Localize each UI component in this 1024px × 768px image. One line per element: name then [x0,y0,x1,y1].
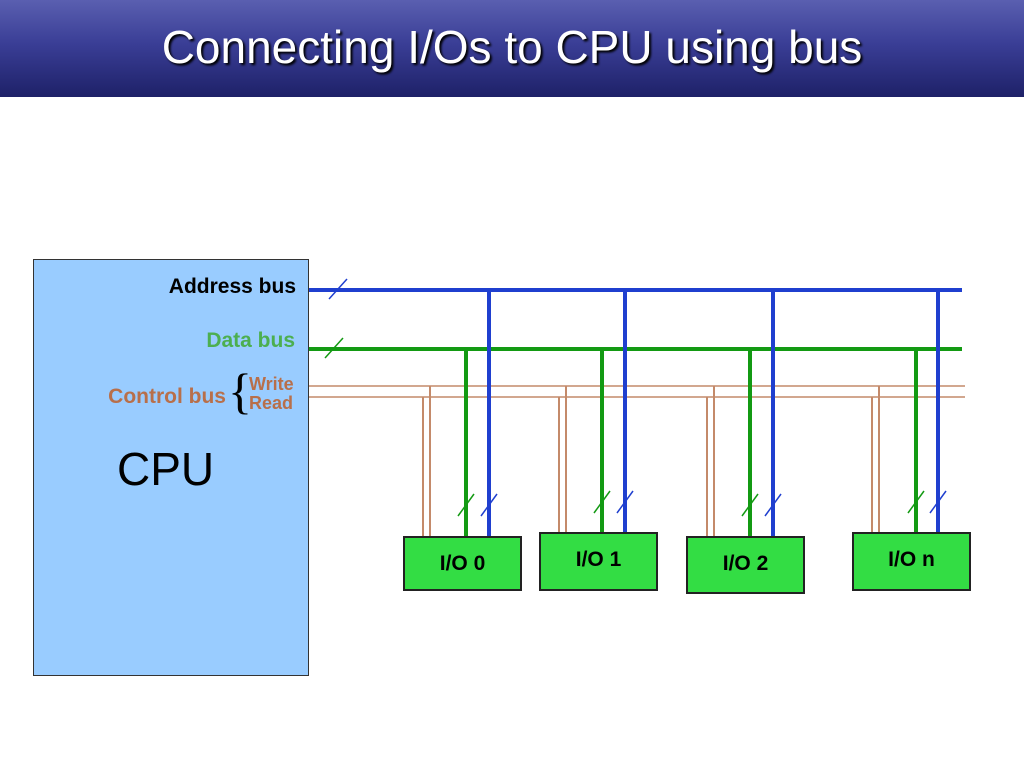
io-device-label: I/O 2 [722,552,769,575]
data-bus-width-markers [324,337,925,517]
control-bus-lines [309,385,965,398]
read-line-label: Read [249,393,294,413]
address-bus-lines [309,288,962,537]
data-bus-label: Data bus [206,329,295,352]
cpu-label: CPU [117,443,215,495]
io-device-label: I/O 1 [575,548,622,571]
title-bar: Connecting I/Os to CPU using bus [0,0,1024,97]
io-device-1: I/O 1 [539,532,658,591]
control-drops [422,386,880,537]
io-device-label: I/O n [888,548,935,571]
address-bus-width-markers [328,278,947,517]
control-bus-label: Control bus [108,385,226,408]
data-bus-lines [309,347,962,537]
cpu-block [33,259,309,676]
io-device-n: I/O n [852,532,971,591]
slide-title: Connecting I/Os to CPU using bus [161,21,863,73]
io-device-0: I/O 0 [403,536,522,591]
io-device-2: I/O 2 [686,536,805,594]
address-bus-label: Address bus [168,275,296,298]
io-device-label: I/O 0 [439,552,486,575]
write-line-label: Write [249,374,294,394]
control-bus-brace: { [228,363,252,419]
